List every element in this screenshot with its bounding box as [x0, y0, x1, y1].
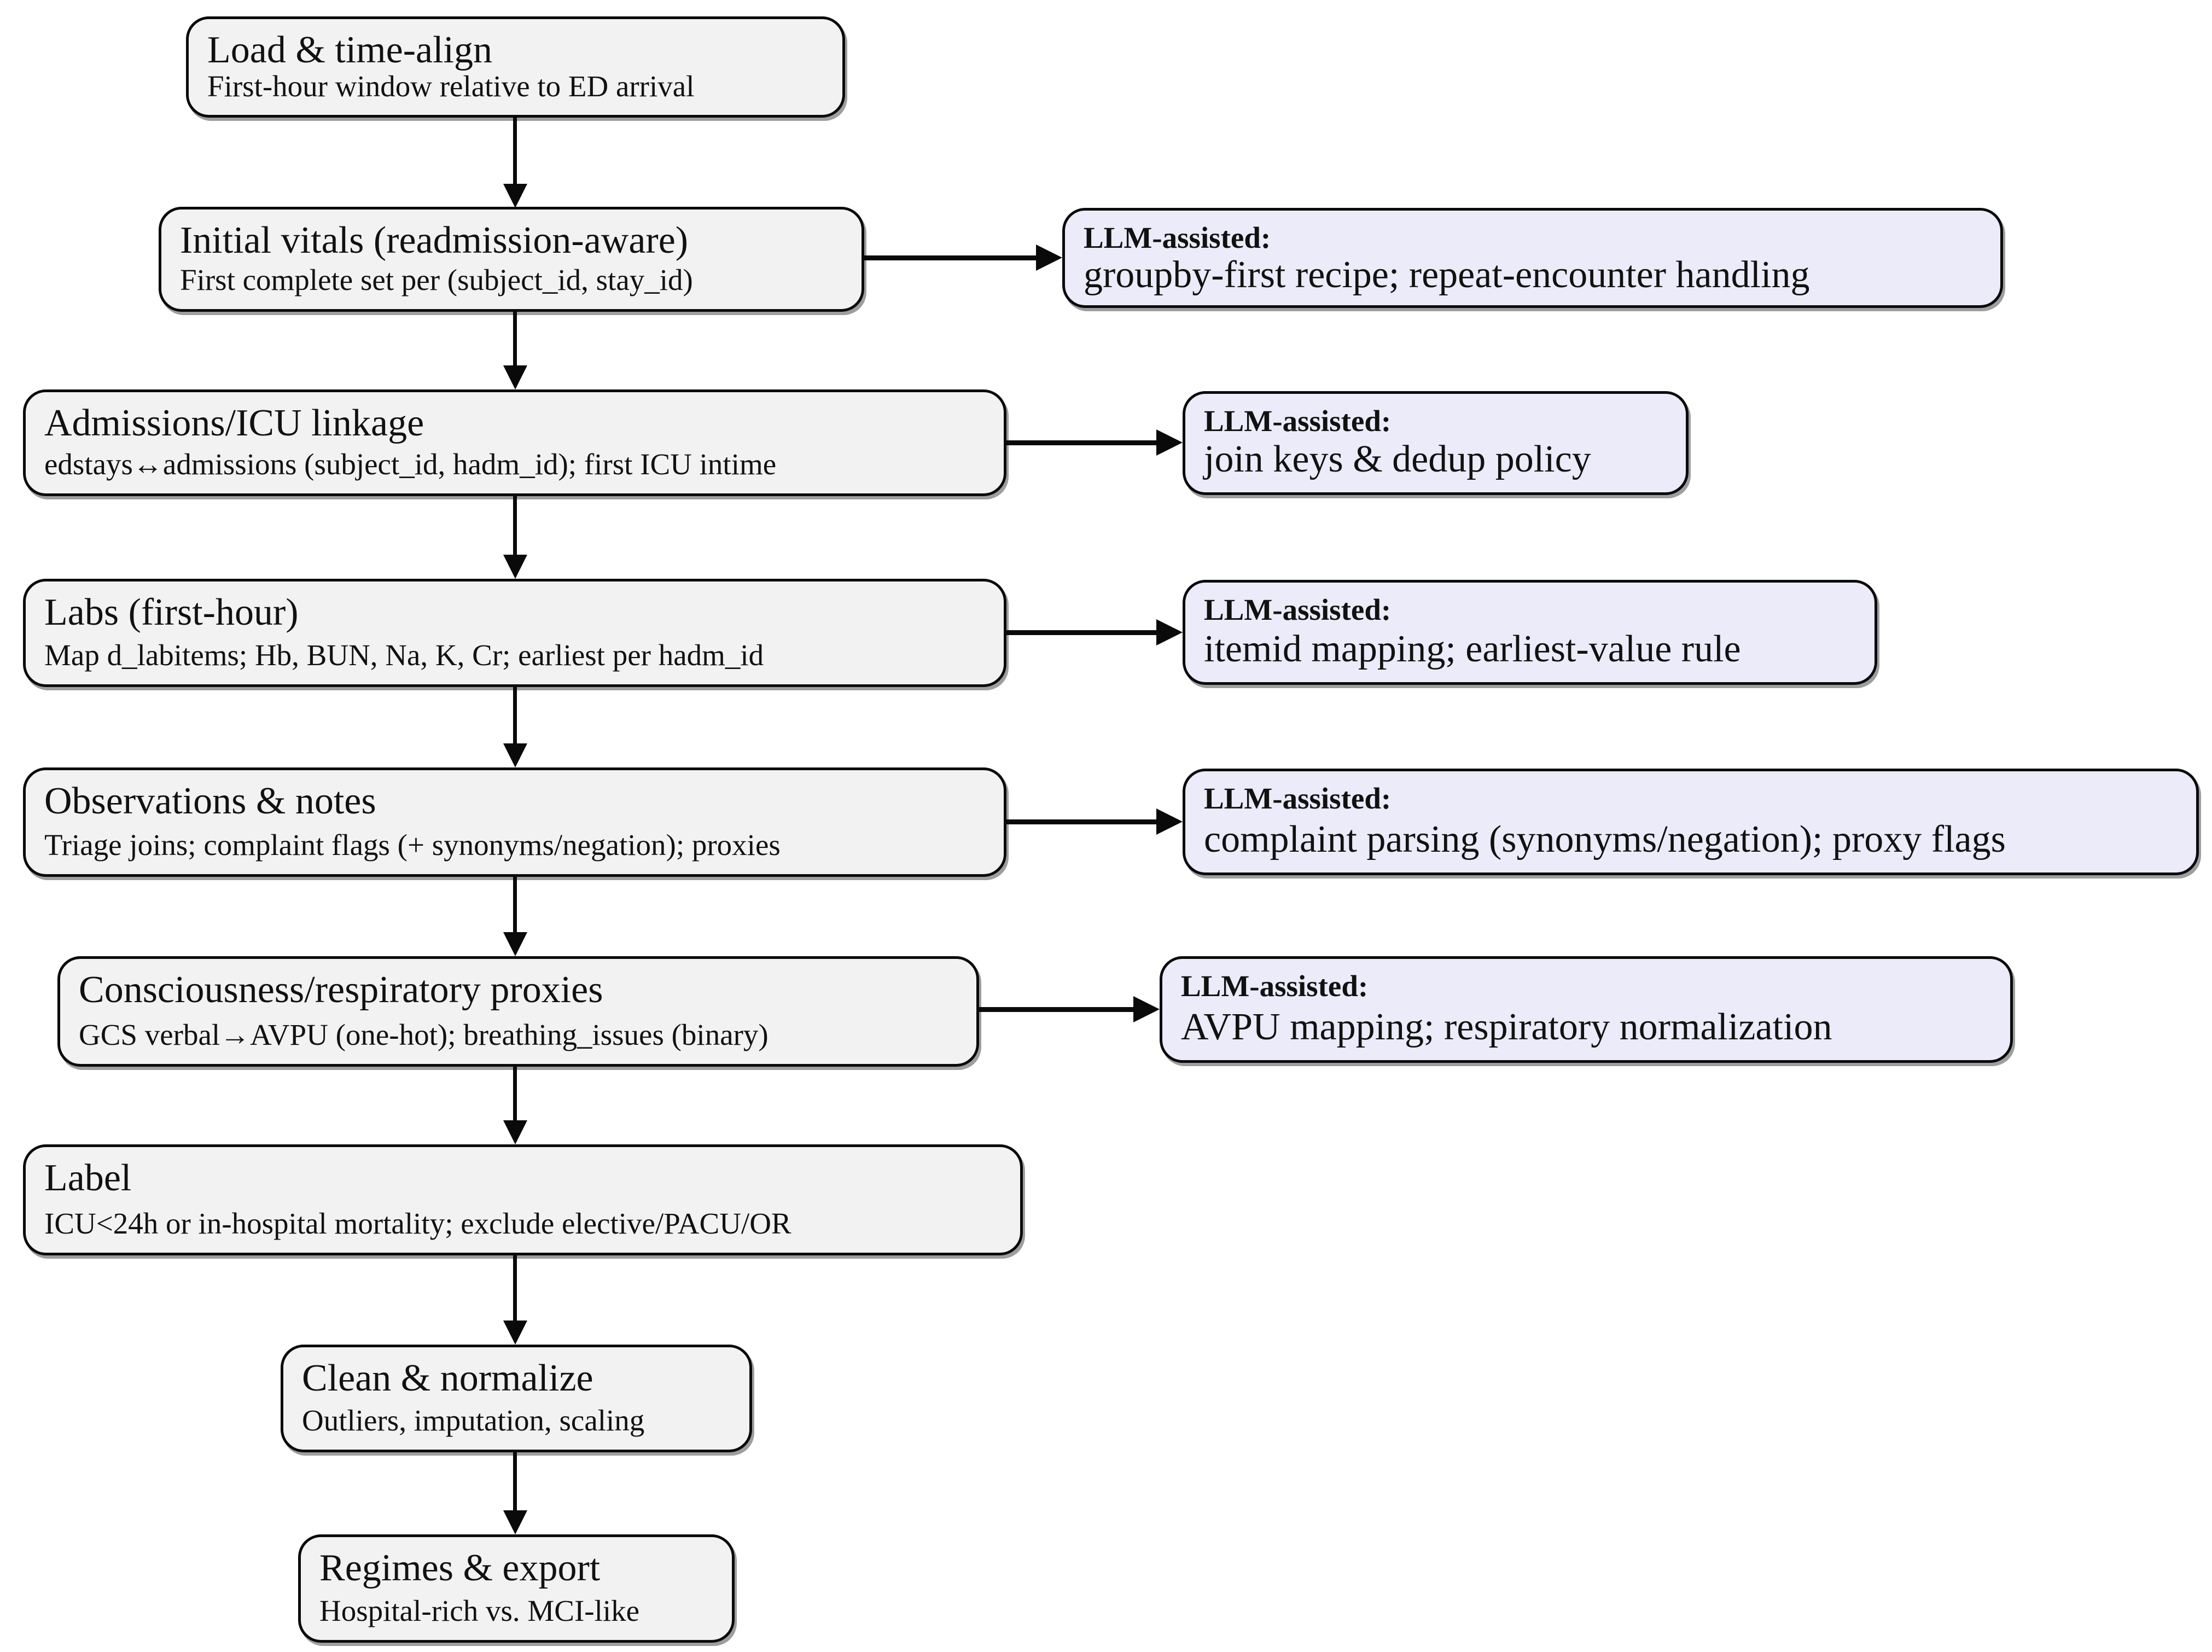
- node-title: Initial vitals (readmission-aware): [180, 219, 689, 261]
- node-subtitle: edstays↔admissions (subject_id, hadm_id)…: [44, 447, 777, 481]
- arrow-head-icon: [503, 1120, 527, 1144]
- llm-node-join-keys-dedup: LLM-assisted: join keys & dedup policy: [1183, 391, 1689, 495]
- llm-label: LLM-assisted:: [1204, 782, 1392, 815]
- arrow-line: [864, 255, 1038, 260]
- llm-detail: complaint parsing (synonyms/negation); p…: [1204, 818, 2006, 860]
- arrow-line: [1006, 630, 1159, 635]
- node-subtitle: First complete set per (subject_id, stay…: [180, 263, 693, 297]
- arrow-head-icon: [503, 1321, 527, 1345]
- arrow-line: [1006, 440, 1159, 445]
- arrow-line: [513, 496, 517, 557]
- process-node-clean-normalize: Clean & normalize Outliers, imputation, …: [281, 1345, 752, 1452]
- arrow-line: [513, 1452, 517, 1513]
- node-title: Regimes & export: [319, 1547, 601, 1589]
- node-subtitle: First-hour window relative to ED arrival: [207, 69, 695, 103]
- arrow-head-icon: [503, 743, 527, 767]
- llm-node-avpu-mapping: LLM-assisted: AVPU mapping; respiratory …: [1160, 956, 2013, 1063]
- process-node-admissions-icu-linkage: Admissions/ICU linkage edstays↔admission…: [23, 389, 1006, 496]
- node-title: Clean & normalize: [302, 1357, 593, 1399]
- arrow-line: [513, 687, 517, 746]
- arrow-line: [1006, 819, 1159, 824]
- arrow-head-icon: [1156, 619, 1183, 645]
- arrow-head-icon: [1036, 245, 1062, 271]
- llm-node-groupby-first-recipe: LLM-assisted: groupby-first recipe; repe…: [1062, 208, 2003, 308]
- node-subtitle: Triage joins; complaint flags (+ synonym…: [44, 828, 781, 862]
- llm-detail: itemid mapping; earliest-value rule: [1204, 627, 1741, 670]
- arrow-head-icon: [1156, 429, 1183, 456]
- node-title: Admissions/ICU linkage: [44, 402, 424, 444]
- process-node-load-time-align: Load & time-align First-hour window rela…: [186, 16, 845, 118]
- process-node-initial-vitals: Initial vitals (readmission-aware) First…: [159, 207, 864, 312]
- arrow-head-icon: [503, 184, 527, 208]
- arrow-line: [513, 118, 517, 189]
- arrow-head-icon: [503, 555, 527, 579]
- arrow-line: [513, 1255, 517, 1323]
- node-subtitle: ICU<24h or in-hospital mortality; exclud…: [44, 1207, 791, 1241]
- llm-detail: join keys & dedup policy: [1204, 438, 1591, 480]
- node-subtitle: Outliers, imputation, scaling: [302, 1404, 645, 1438]
- arrow-head-icon: [503, 1510, 527, 1534]
- node-title: Observations & notes: [44, 780, 376, 822]
- node-title: Label: [44, 1157, 132, 1199]
- llm-detail: groupby-first recipe; repeat-encounter h…: [1084, 253, 1810, 296]
- node-title: Load & time-align: [207, 29, 492, 71]
- llm-label: LLM-assisted:: [1204, 593, 1392, 626]
- arrow-line: [513, 877, 517, 934]
- llm-node-itemid-mapping: LLM-assisted: itemid mapping; earliest-v…: [1183, 580, 1877, 685]
- arrow-line: [979, 1007, 1136, 1012]
- node-subtitle: Hospital-rich vs. MCI-like: [319, 1594, 640, 1628]
- llm-detail: AVPU mapping; respiratory normalization: [1181, 1005, 1832, 1048]
- llm-label: LLM-assisted:: [1084, 221, 1271, 254]
- node-title: Consciousness/respiratory proxies: [79, 969, 603, 1011]
- arrow-line: [513, 312, 517, 368]
- node-title: Labs (first-hour): [44, 591, 299, 633]
- llm-label: LLM-assisted:: [1181, 969, 1369, 1003]
- process-node-labs-first-hour: Labs (first-hour) Map d_labitems; Hb, BU…: [23, 579, 1006, 687]
- arrow-head-icon: [503, 932, 527, 956]
- arrow-head-icon: [1156, 808, 1183, 835]
- llm-label: LLM-assisted:: [1204, 404, 1392, 438]
- process-node-observations-notes: Observations & notes Triage joins; compl…: [23, 767, 1006, 877]
- llm-node-complaint-parsing: LLM-assisted: complaint parsing (synonym…: [1183, 769, 2199, 875]
- process-node-consciousness-respiratory-proxies: Consciousness/respiratory proxies GCS ve…: [57, 956, 979, 1067]
- node-subtitle: GCS verbal→AVPU (one-hot); breathing_iss…: [79, 1018, 769, 1052]
- arrow-line: [513, 1067, 517, 1122]
- node-subtitle: Map d_labitems; Hb, BUN, Na, K, Cr; earl…: [44, 638, 764, 672]
- arrow-head-icon: [503, 365, 527, 389]
- process-node-label: Label ICU<24h or in-hospital mortality; …: [23, 1144, 1023, 1255]
- arrow-head-icon: [1133, 996, 1160, 1022]
- process-node-regimes-export: Regimes & export Hospital-rich vs. MCI-l…: [298, 1534, 735, 1643]
